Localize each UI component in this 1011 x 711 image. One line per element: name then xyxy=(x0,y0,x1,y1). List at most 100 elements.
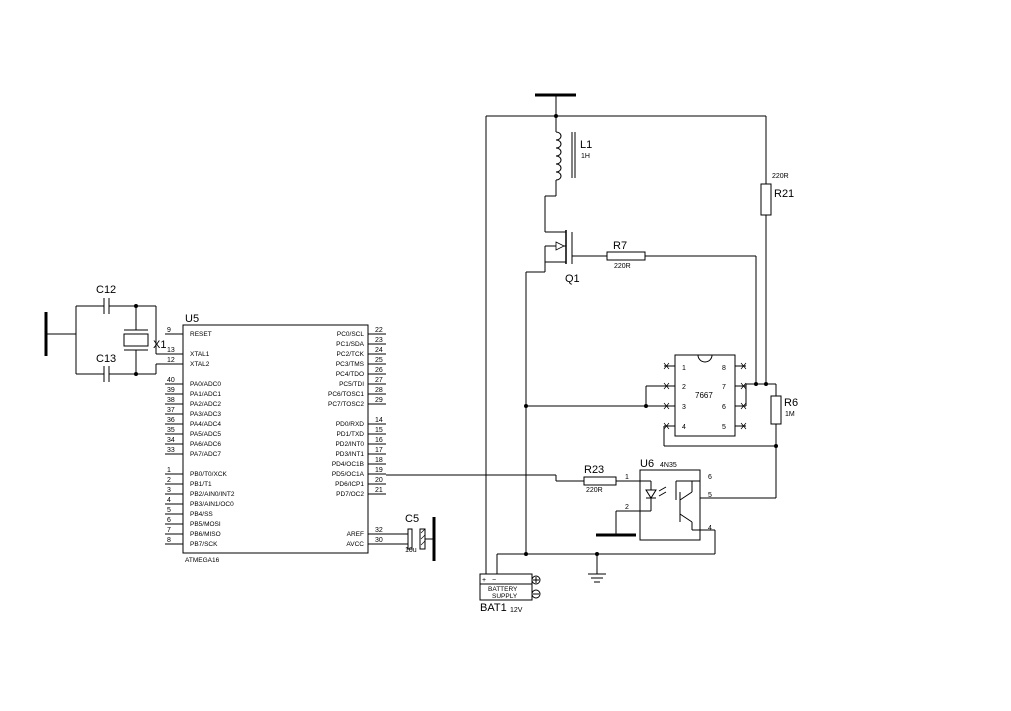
ic7667-body xyxy=(674,354,736,437)
u5-pin-number: 37 xyxy=(167,407,175,414)
r7-resistor xyxy=(606,251,646,261)
u5-pin-number: 1 xyxy=(167,467,171,474)
u5-pin-number: 12 xyxy=(167,357,175,364)
c5-capacitor: C5 10u xyxy=(386,513,436,561)
u6-led xyxy=(645,489,657,499)
u5-pin-name: PC3/TMS xyxy=(336,361,365,368)
u6-label: U6 xyxy=(640,458,654,470)
r23-value: 220R xyxy=(586,487,603,494)
u5-pin-name: PD6/ICP1 xyxy=(335,481,364,488)
u5-pin-number: 22 xyxy=(375,327,383,334)
u5-pin-name: PD4/OC1B xyxy=(332,461,364,468)
u5-pin-number: 39 xyxy=(167,387,175,394)
u5-pin-name: PB6/MISO xyxy=(190,531,221,538)
l1-coil xyxy=(555,131,562,181)
u5-pin-number: 30 xyxy=(375,537,383,544)
x1-label: X1 xyxy=(153,339,166,351)
u5-pin-name: PA4/ADC4 xyxy=(190,421,221,428)
u6-body xyxy=(639,469,701,541)
u5-pin-name: PD2/INT0 xyxy=(335,441,364,448)
u5-part-label: ATMEGA16 xyxy=(185,557,220,564)
bat1-body xyxy=(479,573,533,601)
c13-label: C13 xyxy=(96,353,116,365)
r6-resistor-group: R6 1M xyxy=(770,395,798,498)
u5-pin-number: 15 xyxy=(375,427,383,434)
r23-label: R23 xyxy=(584,464,604,476)
u6-optocoupler: R23 220R U6 4N35 1 2 6 5 4 xyxy=(386,458,776,583)
r23-resistor xyxy=(583,476,617,486)
u5-label: U5 xyxy=(185,313,199,325)
u5-pin-number: 9 xyxy=(167,327,171,334)
bat1-label: BAT1 xyxy=(480,602,507,614)
l1-label: L1 xyxy=(580,139,592,151)
bat1-minus: − xyxy=(492,577,496,584)
u5-pin-number: 35 xyxy=(167,427,175,434)
u5-pin-name: PB1/T1 xyxy=(190,481,212,488)
ic7667-pin1: 1 xyxy=(682,365,686,372)
bat1-text-battery: BATTERY xyxy=(488,586,518,593)
ic-7667: 7667 1 2 3 4 8 7 6 5 xyxy=(524,354,777,447)
c5-label: C5 xyxy=(405,513,419,525)
u5-pin-name: PA0/ADC0 xyxy=(190,381,221,388)
u5-pin-name: PD7/OC2 xyxy=(336,491,364,498)
u5-pin-number: 25 xyxy=(375,357,383,364)
u6-pin5: 5 xyxy=(708,492,712,499)
r7-value: 220R xyxy=(614,263,631,270)
r21-resistor xyxy=(760,183,772,216)
ic7667-pin4: 4 xyxy=(682,424,686,431)
c5-plate-right xyxy=(419,528,426,550)
u5-pin-number: 24 xyxy=(375,347,383,354)
u5-pin-number: 23 xyxy=(375,337,383,344)
u5-pin-number: 29 xyxy=(375,397,383,404)
u5-pin-name: AREF xyxy=(347,531,364,538)
u5-pin-name: XTAL2 xyxy=(190,361,210,368)
u5-pin-name: PD3/INT1 xyxy=(335,451,364,458)
u5-pin-name: XTAL1 xyxy=(190,351,210,358)
u5-pin-number: 34 xyxy=(167,437,175,444)
u5-pin-number: 7 xyxy=(167,527,171,534)
bat1-value: 12V xyxy=(510,607,523,614)
bat1-battery: + − BATTERY SUPPLY BAT1 12V xyxy=(479,553,541,614)
ic7667-pin7: 7 xyxy=(722,384,726,391)
u5-pin-number: 26 xyxy=(375,367,383,374)
u5-pin-number: 33 xyxy=(167,447,175,454)
u5-pin-number: 27 xyxy=(375,377,383,384)
u5-body xyxy=(182,324,369,554)
u5-pin-name: PA6/ADC6 xyxy=(190,441,221,448)
u5-pin-number: 17 xyxy=(375,447,383,454)
r6-label: R6 xyxy=(784,397,798,409)
u5-pin-number: 21 xyxy=(375,487,383,494)
bat1-plus: + xyxy=(482,577,486,584)
u5-pin-name: PD1/TXD xyxy=(337,431,365,438)
u5-pin-name: PC1/SDA xyxy=(336,341,364,348)
u5-pin-name: PB3/AIN1/OC0 xyxy=(190,501,234,508)
u5-pin-name: PD0/RXD xyxy=(336,421,364,428)
u5-pin-number: 28 xyxy=(375,387,383,394)
ic7667-pin8: 8 xyxy=(722,365,726,372)
u6-pin2: 2 xyxy=(625,504,629,511)
u5-pin-name: RESET xyxy=(190,331,212,338)
ic7667-pin2: 2 xyxy=(682,384,686,391)
u5-pin-name: PC2/TCK xyxy=(337,351,365,358)
u5-pin-number: 40 xyxy=(167,377,175,384)
u5-pin-name: PC0/SCL xyxy=(337,331,364,338)
u5-pin-name: PA5/ADC5 xyxy=(190,431,221,438)
u5-pin-number: 13 xyxy=(167,347,175,354)
r21-value: 220R xyxy=(772,173,789,180)
u5-pin-name: PB7/SCK xyxy=(190,541,218,548)
bat1-terminal-plus xyxy=(531,575,541,585)
c5-plate-left xyxy=(407,528,413,550)
l1-value: 1H xyxy=(581,153,590,160)
u5-pin-number: 5 xyxy=(167,507,171,514)
u5-pin-number: 18 xyxy=(375,457,383,464)
u5-pin-name: PC5/TDI xyxy=(339,381,364,388)
u5-pin-number: 14 xyxy=(375,417,383,424)
ic7667-notch xyxy=(697,354,713,363)
u5-pin-name: PB5/MOSI xyxy=(190,521,221,528)
u5-pin-number: 8 xyxy=(167,537,171,544)
ic7667-pin5: 5 xyxy=(722,424,726,431)
u5-pin-number: 4 xyxy=(167,497,171,504)
